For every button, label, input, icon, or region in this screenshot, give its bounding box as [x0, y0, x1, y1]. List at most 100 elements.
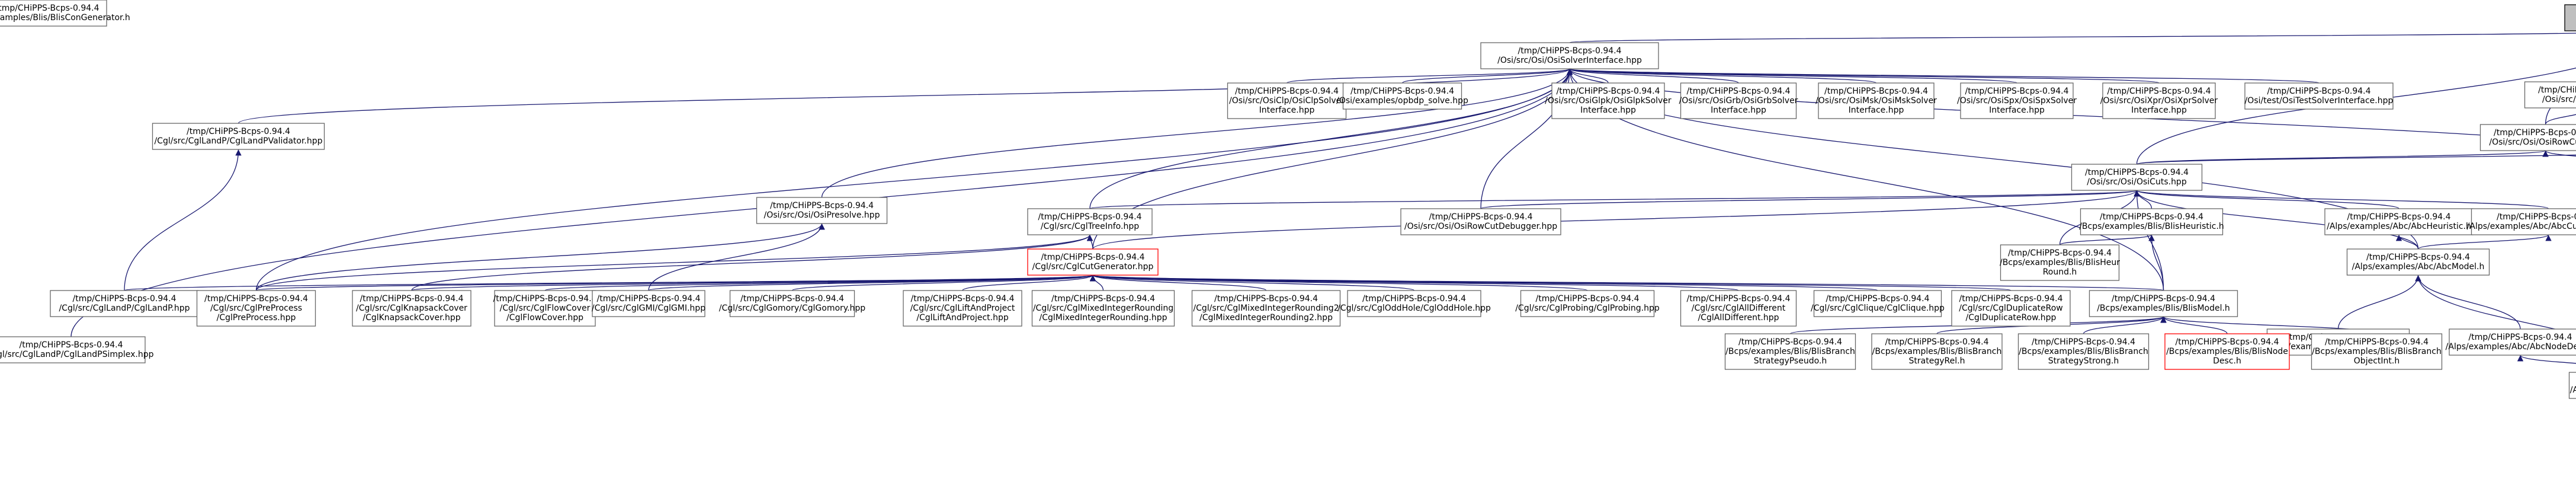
node-label-line: /CglMixedIntegerRounding.hpp — [1040, 313, 1167, 323]
node-cglprobing[interactable]: /tmp/CHiPPS-Bcps-0.94.4/Cgl/src/CglProbi… — [1515, 290, 1660, 317]
node-label-line: /tmp/CHiPPS-Bcps-0.94.4 — [72, 294, 176, 304]
node-label-line: /Cgl/src/CglProbing/CglProbing.hpp — [1515, 304, 1660, 313]
node-label-line: /Bcps/examples/Blis/BlisBranch — [1872, 347, 2002, 356]
node-label-line: /tmp/CHiPPS-Bcps-0.94.4 — [1429, 212, 1532, 222]
node-label-line: /CglMixedIntegerRounding2.hpp — [1199, 313, 1333, 323]
node-label-line: Desc.h — [2213, 356, 2241, 366]
node-label-line: /Cgl/src/CglGomory/CglGomory.hpp — [719, 304, 865, 313]
node-label-line: /tmp/CHiPPS-Bcps-0.94.4 — [2085, 168, 2189, 177]
node-osicut[interactable]: /tmp/CHiPPS-Bcps-0.94.4/Osi/src/Osi/OsiC… — [2524, 81, 2576, 109]
node-abctreenode[interactable]: /tmp/CHiPPS-Bcps-0.94.4/Alps/examples/Ab… — [2568, 372, 2576, 399]
node-box — [2244, 82, 2394, 110]
node-cglgomory[interactable]: /tmp/CHiPPS-Bcps-0.94.4/Cgl/src/CglGomor… — [719, 290, 865, 317]
node-osispxsolver[interactable]: /tmp/CHiPPS-Bcps-0.94.4/Osi/src/OsiSpx/O… — [1957, 82, 2077, 119]
node-bliscongenerator[interactable]: /tmp/CHiPPS-Bcps-0.94.4/Bcps/examples/Bl… — [0, 0, 130, 27]
node-label-line: /tmp/CHiPPS-Bcps-0.94.4 — [2112, 294, 2215, 304]
node-osirowcutdebugger[interactable]: /tmp/CHiPPS-Bcps-0.94.4/Osi/src/Osi/OsiR… — [1400, 208, 1561, 235]
node-osisolverinterface[interactable]: /tmp/CHiPPS-Bcps-0.94.4/Osi/src/Osi/OsiS… — [1480, 42, 1659, 69]
node-blisbranchrel[interactable]: /tmp/CHiPPS-Bcps-0.94.4/Bcps/examples/Bl… — [1871, 333, 2003, 370]
node-cglknapsack[interactable]: /tmp/CHiPPS-Bcps-0.94.4/Cgl/src/CglKnaps… — [352, 290, 471, 327]
node-cgllandp[interactable]: /tmp/CHiPPS-Bcps-0.94.4/Cgl/src/CglLandP… — [50, 290, 199, 317]
node-label-line: /Osi/examples/opbdp_solve.hpp — [1336, 96, 1468, 106]
node-abcmodel[interactable]: /tmp/CHiPPS-Bcps-0.94.4/Alps/examples/Ab… — [2346, 248, 2490, 276]
node-label-line: /Alps/examples/Abc/AbcTreeNode.h — [2570, 385, 2576, 395]
node-cglflowcover[interactable]: /tmp/CHiPPS-Bcps-0.94.4/Cgl/src/CglFlowC… — [493, 290, 597, 327]
edge-osispxsolver-to-osisolverinterface — [1567, 68, 2017, 84]
node-label-line: /Osi/src/OsiSpx/OsiSpxSolver — [1957, 96, 2077, 106]
node-osirowcut[interactable]: /tmp/CHiPPS-Bcps-0.94.4/Osi/src/Osi/OsiR… — [2479, 124, 2576, 151]
edge-cglknapsack-to-cglcutgenerator — [411, 275, 1096, 291]
edge-cglclique-to-cglcutgenerator — [1090, 275, 1878, 291]
node-osiclpsolver[interactable]: /tmp/CHiPPS-Bcps-0.94.4/Osi/src/OsiClp/O… — [1227, 82, 1347, 119]
node-osigrbsolver[interactable]: /tmp/CHiPPS-Bcps-0.94.4/Osi/src/OsiGrb/O… — [1679, 82, 1798, 119]
node-box — [352, 290, 471, 327]
node-label-line: /Osi/src/OsiMsk/OsiMskSolver — [1815, 96, 1937, 106]
node-box — [50, 290, 199, 317]
edge-cglprobing-to-cglcutgenerator — [1090, 275, 1588, 291]
node-label-line: Interface.hpp — [1259, 106, 1315, 115]
node-cgloddhole[interactable]: /tmp/CHiPPS-Bcps-0.94.4/Cgl/src/CglOddHo… — [1337, 290, 1491, 317]
node-osicollections[interactable]: /tmp/CHiPPS-Bcps-0.94.4/Osi/src/Osi/OsiC… — [2564, 4, 2576, 31]
node-blisheurround[interactable]: /tmp/CHiPPS-Bcps-0.94.4/Bcps/examples/Bl… — [2000, 244, 2120, 281]
node-label-line: /Cgl/src/CglOddHole/CglOddHole.hpp — [1337, 304, 1491, 313]
edge-osirowcutdebugger-to-osicuts — [1480, 190, 2139, 209]
edge-osimsksolver-to-osisolverinterface — [1567, 68, 1877, 84]
node-box — [2071, 164, 2203, 191]
node-cglmir2[interactable]: /tmp/CHiPPS-Bcps-0.94.4/Cgl/src/CglMixed… — [1191, 290, 1341, 327]
node-label-line: /tmp/CHiPPS-Bcps-0.94.4 — [770, 201, 874, 210]
node-blisnodedesc[interactable]: /tmp/CHiPPS-Bcps-0.94.4/Bcps/examples/Bl… — [2164, 333, 2290, 370]
edge-osiclpsolver-to-osisolverinterface — [1286, 68, 1573, 84]
node-blisbranchobjint[interactable]: /tmp/CHiPPS-Bcps-0.94.4/Bcps/examples/Bl… — [2311, 333, 2443, 370]
node-label-line: /tmp/CHiPPS-Bcps-0.94.4 — [2468, 333, 2572, 342]
node-absheuristic[interactable]: /tmp/CHiPPS-Bcps-0.94.4/Alps/examples/Ab… — [2324, 208, 2474, 235]
node-blisheuristic[interactable]: /tmp/CHiPPS-Bcps-0.94.4/Bcps/examples/Bl… — [2079, 208, 2224, 235]
node-label-line: Interface.hpp — [2131, 106, 2187, 115]
node-label-line: /Osi/src/Osi/OsiSolverInterface.hpp — [1497, 56, 1642, 65]
node-blisbranchpseudo[interactable]: /tmp/CHiPPS-Bcps-0.94.4/Bcps/examples/Bl… — [1724, 333, 1856, 370]
node-blismodel[interactable]: /tmp/CHiPPS-Bcps-0.94.4/Bcps/examples/Bl… — [2089, 290, 2238, 317]
node-cglalldifferent[interactable]: /tmp/CHiPPS-Bcps-0.94.4/Cgl/src/CglAllDi… — [1680, 290, 1797, 327]
node-label-line: /Cgl/src/CglLandP/CglLandP.hpp — [59, 304, 190, 313]
edge-cglcutgenerator-to-cgltreeinfo — [1086, 234, 1093, 250]
node-label-line: /Cgl/src/CglCutGenerator.hpp — [1032, 262, 1154, 272]
node-abccutgenerator[interactable]: /tmp/CHiPPS-Bcps-0.94.4/Alps/examples/Ab… — [2467, 208, 2576, 235]
edge-abcmodel-to-osicuts — [2134, 190, 2419, 250]
node-label-line: Interface.hpp — [1989, 106, 2045, 115]
edge-abctreenode-to-abcmodel — [2415, 275, 2576, 335]
node-label-line: /Cgl/src/CglFlowCover — [500, 304, 591, 313]
node-cglcutgenerator[interactable]: /tmp/CHiPPS-Bcps-0.94.4/Cgl/src/CglCutGe… — [1027, 248, 1159, 276]
node-cglliftandproject[interactable]: /tmp/CHiPPS-Bcps-0.94.4/Cgl/src/CglLiftA… — [903, 290, 1022, 327]
node-cglgmi[interactable]: /tmp/CHiPPS-Bcps-0.94.4/Cgl/src/CglGMI/C… — [592, 290, 705, 317]
node-osipresolve[interactable]: /tmp/CHiPPS-Bcps-0.94.4/Osi/src/Osi/OsiP… — [756, 197, 888, 224]
node-cglmir[interactable]: /tmp/CHiPPS-Bcps-0.94.4/Cgl/src/CglMixed… — [1031, 290, 1175, 327]
node-cglpreprocess[interactable]: /tmp/CHiPPS-Bcps-0.94.4/Cgl/src/CglPrePr… — [196, 290, 316, 327]
node-oslpdp[interactable]: /tmp/CHiPPS-Bcps-0.94.4/Osi/examples/opb… — [1336, 82, 1468, 110]
node-ositestsolver[interactable]: /tmp/CHiPPS-Bcps-0.94.4/Osi/test/OsiTest… — [2244, 82, 2394, 110]
node-box — [592, 290, 705, 317]
node-label-line: /Cgl/src/CglLiftAndProject — [910, 304, 1015, 313]
node-osicuts[interactable]: /tmp/CHiPPS-Bcps-0.94.4/Osi/src/Osi/OsiC… — [2071, 164, 2203, 191]
node-cglclique[interactable]: /tmp/CHiPPS-Bcps-0.94.4/Cgl/src/CglCliqu… — [1811, 290, 1945, 317]
node-abcnodedesc[interactable]: /tmp/CHiPPS-Bcps-0.94.4/Alps/examples/Ab… — [2446, 328, 2576, 356]
node-box — [2471, 208, 2576, 235]
node-label-line: /Cgl/src/CglGMI/CglGMI.hpp — [592, 304, 705, 313]
node-label-line: /tmp/CHiPPS-Bcps-0.94.4 — [2107, 87, 2211, 96]
node-cglduplicaterow[interactable]: /tmp/CHiPPS-Bcps-0.94.4/Cgl/src/CglDupli… — [1951, 290, 2071, 327]
node-cgllandpvalidator[interactable]: /tmp/CHiPPS-Bcps-0.94.4/Cgl/src/CglLandP… — [152, 123, 325, 150]
node-cgllandpsimplex[interactable]: /tmp/CHiPPS-Bcps-0.94.4/Cgl/src/CglLandP… — [0, 336, 154, 363]
edge-cglpreprocess-to-osisolverinterface — [255, 68, 1573, 291]
edge-abcsolution-to-abcmodel — [2337, 275, 2421, 330]
node-cgltreeinfo[interactable]: /tmp/CHiPPS-Bcps-0.94.4/Cgl/src/CglTreeI… — [1027, 208, 1153, 235]
node-osiglpksolver[interactable]: /tmp/CHiPPS-Bcps-0.94.4/Osi/src/OsiGlpk/… — [1545, 82, 1672, 119]
node-label-line: /tmp/CHiPPS-Bcps-0.94.4 — [1362, 294, 1466, 304]
node-osimsksolver[interactable]: /tmp/CHiPPS-Bcps-0.94.4/Osi/src/OsiMsk/O… — [1815, 82, 1937, 119]
edge-absheuristic-to-osicuts — [2134, 190, 2399, 209]
node-blisbranchstrong[interactable]: /tmp/CHiPPS-Bcps-0.94.4/Bcps/examples/Bl… — [2017, 333, 2150, 370]
edge-osicuts-to-osirowcut — [2136, 150, 2549, 165]
edge-cglpreprocess-to-cgltreeinfo — [255, 234, 1093, 291]
node-box — [2017, 333, 2150, 370]
node-label-line: /Alps/examples/Abc/AbcModel.h — [2352, 262, 2485, 272]
node-osixprsolver[interactable]: /tmp/CHiPPS-Bcps-0.94.4/Osi/src/OsiXpr/O… — [2100, 82, 2218, 119]
node-label-line: ObjectInt.h — [2354, 356, 2399, 366]
